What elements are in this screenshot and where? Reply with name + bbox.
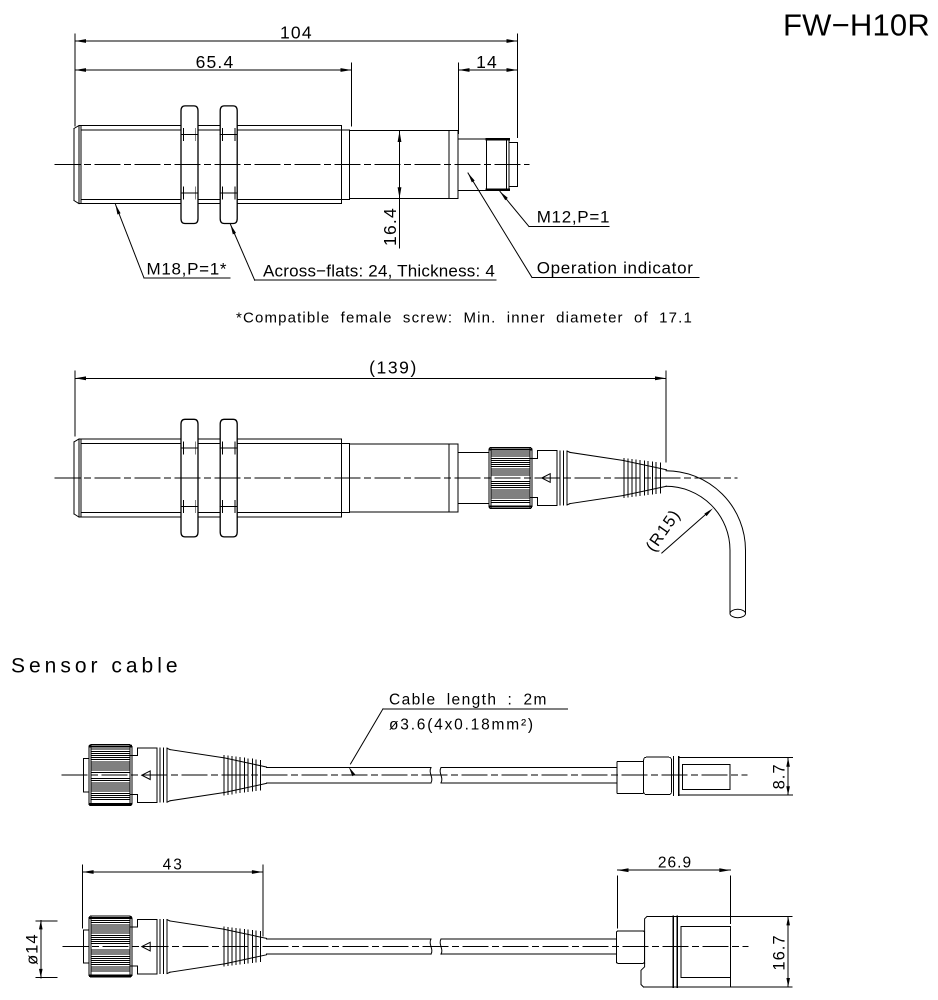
svg-text:Operation indicator: Operation indicator (537, 259, 694, 278)
svg-text:(139): (139) (369, 358, 418, 378)
svg-text:16.4: 16.4 (380, 207, 400, 246)
svg-text:(R15): (R15) (642, 506, 684, 555)
svg-text:M18,P=1*: M18,P=1* (147, 260, 228, 279)
svg-text:Across−flats: 24, Thickness: 4: Across−flats: 24, Thickness: 4 (263, 262, 495, 281)
svg-text:ø14: ø14 (24, 933, 42, 964)
svg-text:Cable length : 2m: Cable length : 2m (389, 692, 548, 709)
svg-text:26.9: 26.9 (658, 854, 692, 871)
svg-text:43: 43 (163, 856, 184, 873)
svg-text:M12,P=1: M12,P=1 (537, 208, 610, 227)
svg-text:14: 14 (476, 52, 498, 72)
svg-text:65.4: 65.4 (196, 52, 235, 72)
svg-text:104: 104 (280, 23, 313, 43)
svg-text:16.7: 16.7 (770, 934, 788, 970)
svg-text:8.7: 8.7 (771, 763, 789, 789)
svg-text:FW−H10R: FW−H10R (783, 7, 930, 42)
svg-text:*Compatible female screw: Min.: *Compatible female screw: Min. inner dia… (236, 310, 693, 327)
svg-text:ø3.6(4x0.18mm²): ø3.6(4x0.18mm²) (389, 717, 535, 734)
svg-text:Sensor cable: Sensor cable (11, 655, 182, 678)
